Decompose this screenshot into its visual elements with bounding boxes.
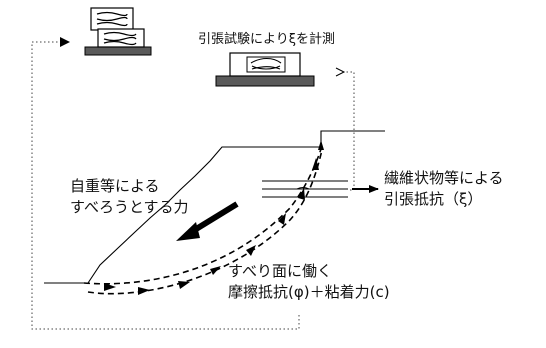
slip-direction-arrow-upper [83,148,322,285]
slip-surface-label-line1: すべり面に働く [228,262,332,280]
slip-direction-arrowheads [104,140,324,295]
fiber-reinforcement [262,180,348,198]
fiber-label-line2: 引張抵抗（ξ） [384,190,483,208]
tensile-test-label: 引張試験によりξを計測 [198,32,335,47]
specimen-stack-icon [84,7,152,56]
self-weight-force-arrowhead [176,222,200,241]
self-weight-label-line1: 自重等による [70,177,160,195]
arrowhead-to-specimens [60,37,70,47]
slip-surface-label-line2: 摩擦抵抗(φ)＋粘着力(c) [228,283,390,301]
tensile-test-apparatus-icon [215,52,315,87]
dotted-connector [31,41,355,330]
slope-profile [44,130,385,284]
fiber-label-line1: 繊維状物等による [384,169,504,187]
slip-surface [87,149,323,295]
self-weight-label-line2: すべろうとする力 [70,198,189,216]
arrowhead-to-apparatus [335,67,346,77]
